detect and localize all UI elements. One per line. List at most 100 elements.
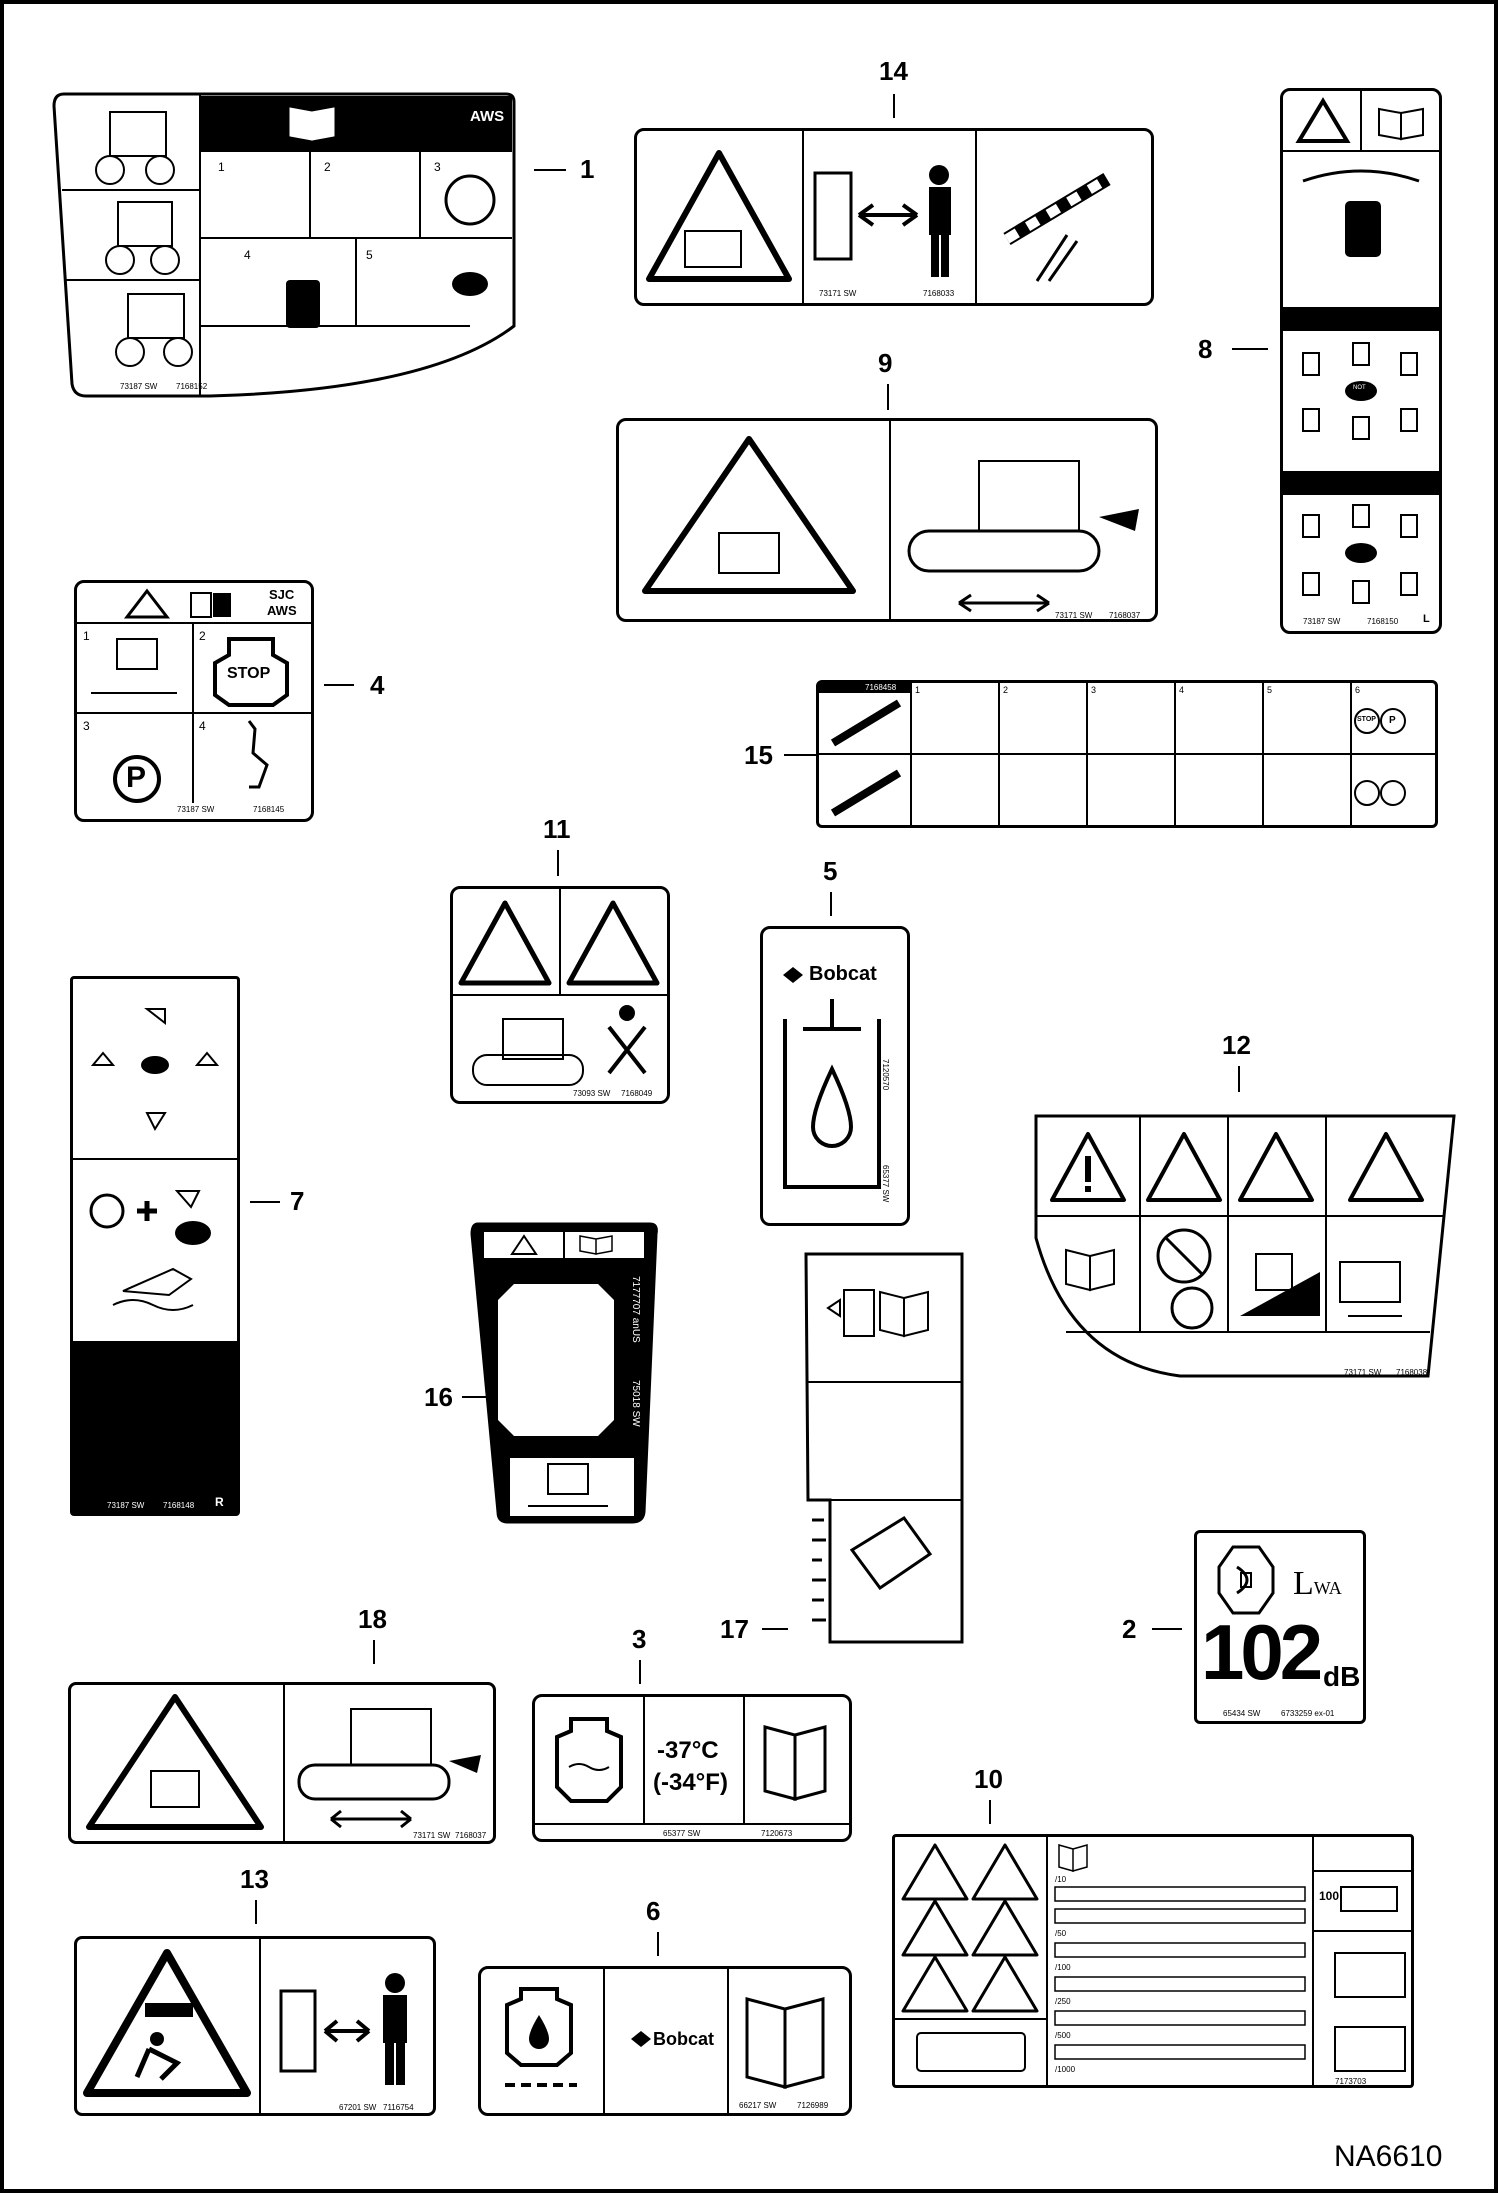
decal-3-temp-f: (-34°F) (653, 1769, 728, 1796)
leader-13 (255, 1900, 257, 1924)
decal-6-part: 7126989 (797, 2101, 829, 2110)
decal-4-code: 73187 SW (177, 805, 215, 814)
decal-1-outline (52, 92, 516, 398)
decal-18-art (86, 1694, 481, 1830)
decal-15-step-5: 5 (1267, 685, 1273, 695)
leader-14 (893, 94, 895, 118)
decal-10-interval-250: /250 (1055, 1997, 1071, 2006)
decal-2-lwa-letter: L (1293, 1565, 1314, 1602)
decal-9: 73171 SW 7168037 (616, 418, 1158, 622)
leader-2 (1152, 1628, 1182, 1630)
decal-13-part: 7116754 (383, 2103, 414, 2112)
leader-15 (784, 754, 824, 756)
decal-15-step-3: 3 (1091, 685, 1097, 695)
decal-10-interval-500: /500 (1055, 2031, 1071, 2040)
leader-9 (887, 384, 889, 410)
decal-15-stop: STOP (1357, 716, 1376, 723)
decal-2: LWA 102 dB 65434 SW 6733259 ex-01 (1194, 1530, 1366, 1724)
decal-7-code: 73187 SW (107, 1501, 145, 1510)
decal-12-part: 7168038 (1396, 1368, 1428, 1377)
callout-9: 9 (878, 348, 893, 378)
decal-8-code: 73187 SW (1303, 617, 1341, 626)
callout-5: 5 (823, 856, 838, 886)
callout-13: 13 (240, 1864, 269, 1894)
decal-10-interval-100: /100 (1055, 1963, 1071, 1972)
leader-17 (762, 1628, 788, 1630)
decal-10-hours: 100 (1319, 1889, 1340, 1903)
callout-6: 6 (646, 1896, 661, 1926)
decal-3: -37°C (-34°F) 65377 SW 7120673 (532, 1694, 852, 1842)
decal-11-code: 73093 SW (573, 1089, 611, 1098)
callout-17: 17 (720, 1614, 749, 1644)
decal-14-part: 7168033 (923, 289, 955, 298)
decal-8: NOT L 73187 SW 7168150 (1280, 88, 1442, 634)
leader-3 (639, 1660, 641, 1684)
decal-8-tag: L (1423, 613, 1430, 625)
leader-4 (324, 684, 354, 686)
decal-15-step-6: 6 (1355, 685, 1361, 695)
decal-1-code: 73187 SW (120, 382, 158, 391)
decal-15-park: P (1389, 715, 1396, 726)
decal-13-code: 67201 SW (339, 2103, 377, 2112)
figure-id: NA6610 (1334, 2140, 1443, 2173)
decal-6-brand: Bobcat (653, 2029, 715, 2049)
leader-7 (250, 1201, 280, 1203)
decal-18-code: 73171 SW (413, 1831, 451, 1840)
decal-4-step-2: 2 (199, 629, 206, 643)
decal-10-interval-10: /10 (1055, 1875, 1067, 1884)
decal-12: 73171 SW 7168038 (1030, 1112, 1458, 1382)
decal-15-art (819, 683, 1435, 825)
decal-4-step-1: 1 (83, 629, 90, 643)
decal-4-tag-line1: SJC (269, 587, 295, 602)
decal-2-code: 65434 SW (1223, 1709, 1261, 1718)
decal-10-part: 7173703 (1335, 2077, 1367, 2086)
decal-3-temp-c: -37°C (657, 1737, 719, 1764)
decal-17-art (804, 1252, 964, 1644)
decal-2-art (1217, 1545, 1275, 1615)
callout-7: 7 (290, 1186, 305, 1216)
decal-10-art (895, 1837, 1411, 2085)
callout-15: 15 (744, 740, 773, 770)
decal-7-tag: R (215, 1495, 224, 1509)
decal-4-step-3: 3 (83, 719, 90, 733)
decal-10-interval-50: /50 (1055, 1929, 1067, 1938)
decal-4-art (77, 588, 311, 803)
decal-2-unit: dB (1323, 1661, 1361, 1692)
callout-1: 1 (580, 154, 595, 184)
decal-10: /10 /50 /100 /250 /500 /1000 100 7173703 (892, 1834, 1414, 2088)
decal-16-side-top: 7177707 anUS (630, 1276, 641, 1343)
decal-12-code: 73171 SW (1344, 1368, 1382, 1377)
decal-13-art (83, 1949, 407, 2097)
decal-4-park: P (126, 761, 147, 794)
decal-10-interval-1000: /1000 (1055, 2065, 1076, 2074)
decal-1-tag: AWS (470, 108, 505, 125)
decal-16-side-bottom: 75018 SW (630, 1380, 641, 1427)
decal-4: SJC AWS STOP P 1 2 3 4 73187 SW 7168145 (74, 580, 314, 822)
decal-9-code: 73171 SW (1055, 611, 1093, 620)
decal-1-part: 7168152 (176, 382, 208, 391)
decal-5-side-bottom: 65377 SW (881, 1165, 890, 1203)
callout-10: 10 (974, 1764, 1003, 1794)
callout-11: 11 (543, 814, 571, 844)
decal-5: Bobcat 7120570 65377 SW (760, 926, 910, 1226)
decal-14: 73171 SW 7168033 (634, 128, 1154, 306)
callout-8: 8 (1198, 334, 1213, 364)
decal-7-part: 7168148 (163, 1501, 195, 1510)
decal-9-art (642, 436, 1139, 613)
decal-1-step-1: 1 (218, 160, 225, 174)
decal-3-code: 65377 SW (663, 1829, 701, 1838)
decal-4-step-4: 4 (199, 719, 206, 733)
decal-16-art (470, 1222, 658, 1524)
callout-2: 2 (1122, 1614, 1137, 1644)
decal-14-art (646, 150, 1111, 282)
decal-5-side-top: 7120570 (881, 1059, 890, 1091)
decal-1-step-5: 5 (366, 248, 373, 262)
decal-6: Bobcat 66217 SW 7126989 (478, 1966, 852, 2116)
decal-2-value: 102 (1201, 1608, 1323, 1696)
decal-5-art (783, 967, 881, 1189)
decal-5-brand: Bobcat (809, 963, 877, 985)
decal-18-part: 7168037 (455, 1831, 487, 1840)
leader-18 (373, 1640, 375, 1664)
decal-13: 67201 SW 7116754 (74, 1936, 436, 2116)
decal-15-step-2: 2 (1003, 685, 1009, 695)
